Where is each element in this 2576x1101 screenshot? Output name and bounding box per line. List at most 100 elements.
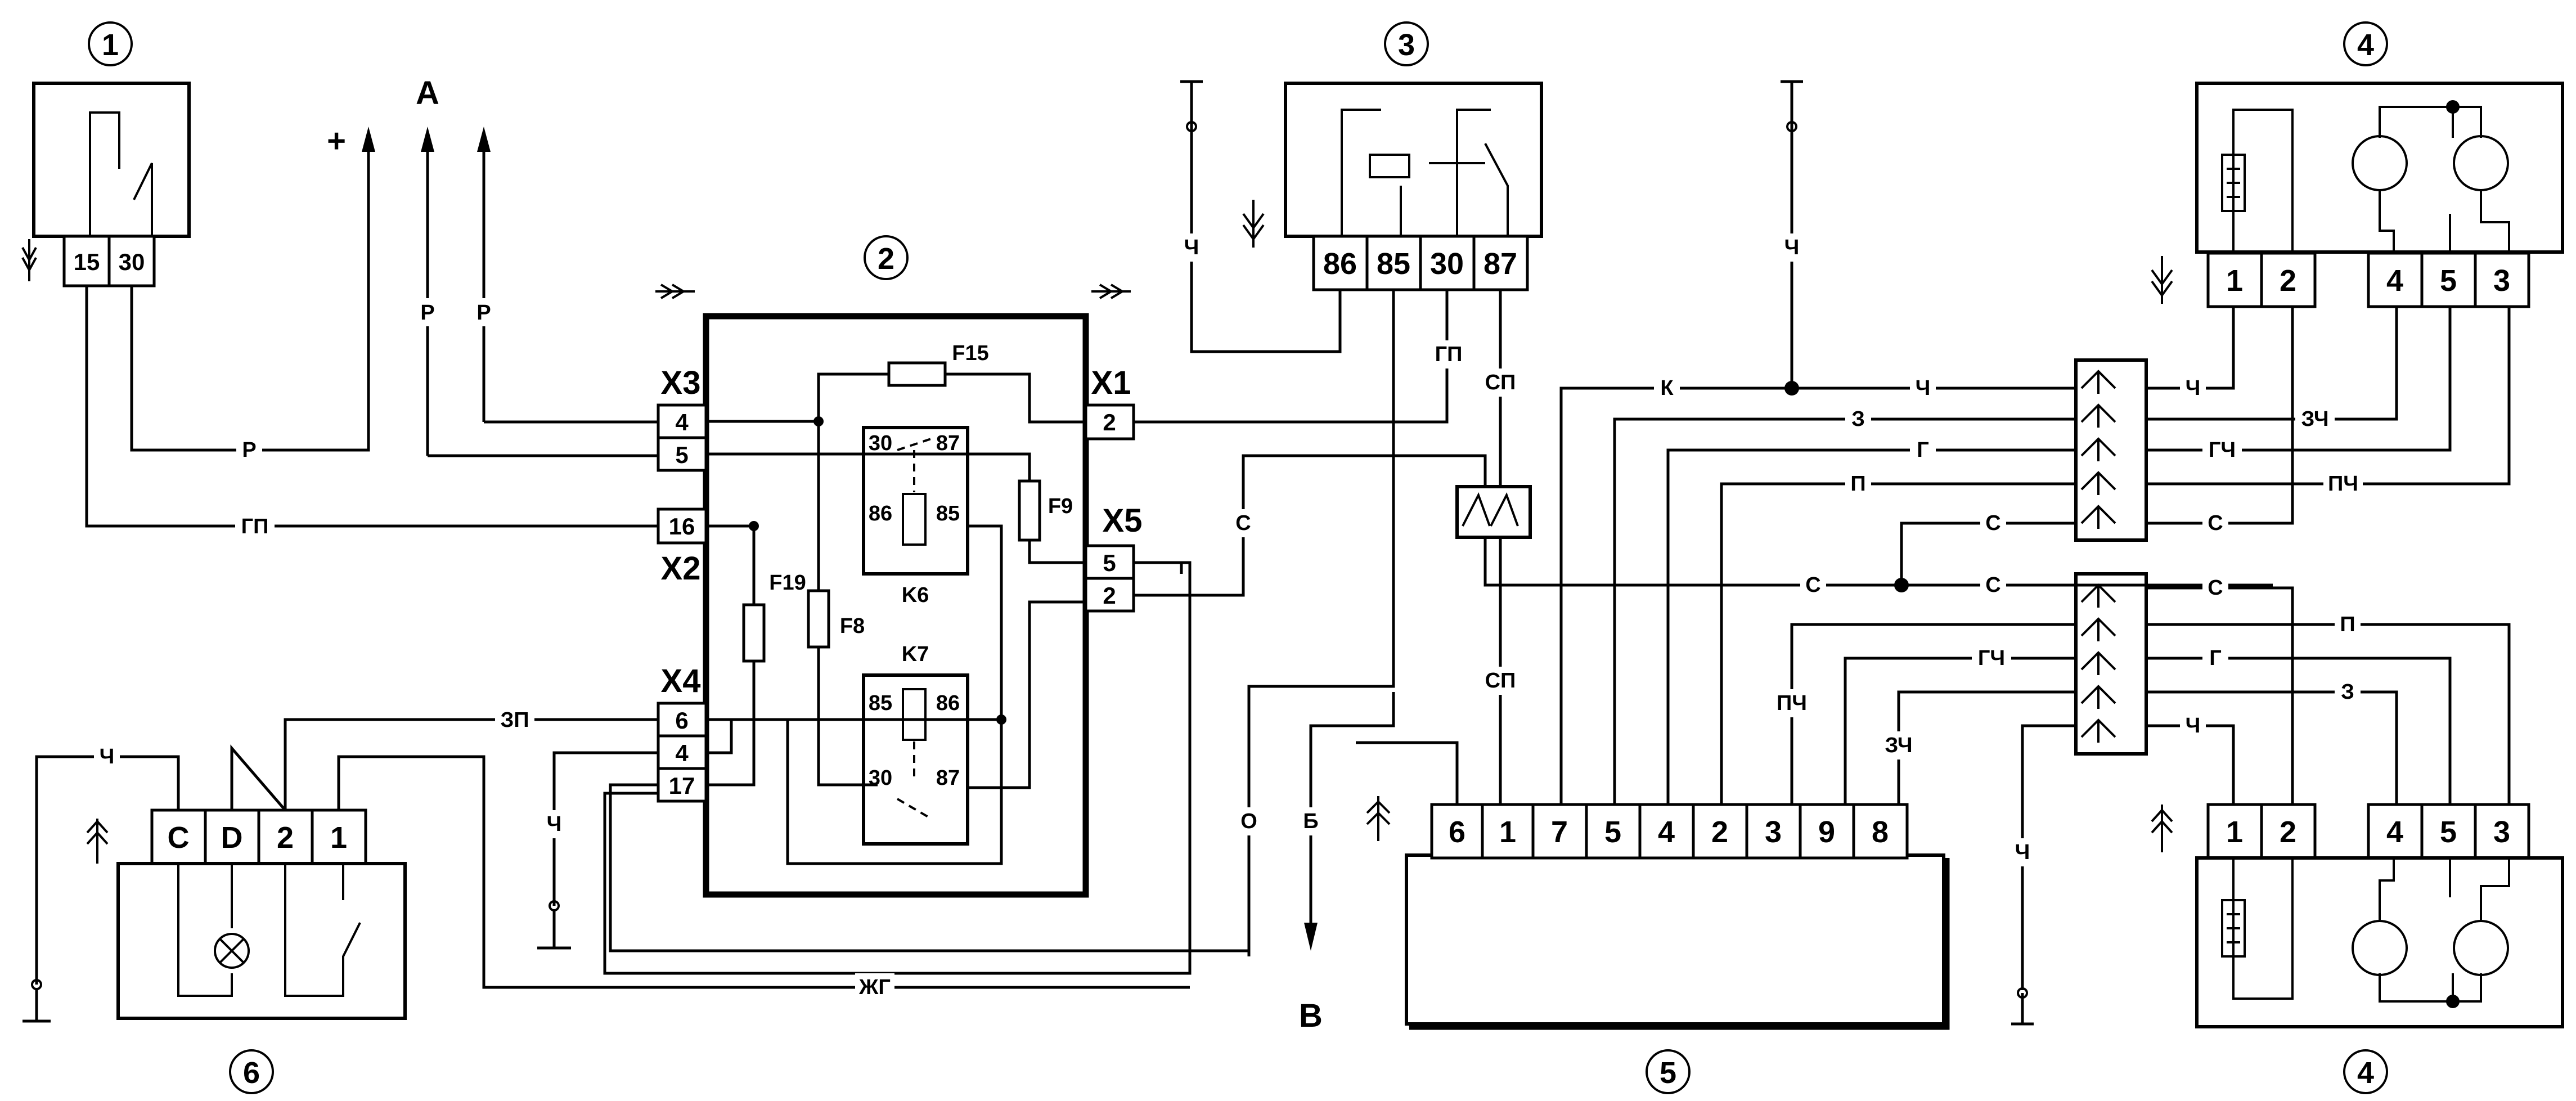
c5-pin-box	[1531, 803, 1588, 860]
label-bg	[1179, 233, 1205, 262]
label-bg	[236, 436, 262, 464]
label-bg	[2335, 610, 2361, 639]
wire-r-s1	[2146, 293, 2294, 525]
wire-label-r-s1: С	[2208, 511, 2223, 535]
lamp-cross	[219, 938, 245, 964]
c3-pin-87: 87	[1483, 247, 1517, 281]
c6-pin-2: 2	[277, 821, 294, 855]
wire-r-zch	[2146, 293, 2398, 421]
fuse-f8-label: F8	[840, 614, 865, 638]
wire-s-center	[1483, 537, 2273, 587]
component-3-relay: 3 86 85 30 87	[1242, 21, 1543, 291]
c4-top-motor-wiring	[2379, 106, 2510, 253]
component-4-top-circle	[2343, 21, 2388, 66]
wire-zch	[1897, 690, 2076, 805]
label-bg	[1845, 470, 1871, 498]
wire-label-zch-c5: ЗЧ	[1885, 734, 1912, 757]
c4-top-heater-wire	[2232, 109, 2294, 253]
x3-pin-4: 4	[675, 409, 689, 435]
label-bg	[1972, 644, 2011, 672]
wire-label-r-ch-top: Ч	[1916, 376, 1931, 400]
fuse-f9-label: F9	[1048, 495, 1073, 518]
component-5-body	[1405, 853, 1945, 1026]
component-4-bottom-circle	[2343, 1049, 2388, 1094]
label-bg	[2009, 838, 2035, 866]
wire-label-g-top: Г	[1917, 438, 1929, 462]
wire-p-plus	[130, 138, 370, 452]
component-1-body	[32, 82, 191, 238]
c6-pin-d: D	[221, 821, 243, 855]
c4-bottom-heater-lines	[2227, 913, 2240, 943]
c4-bottom-pin-box	[2474, 803, 2530, 860]
wire-label-p-bottom: Р	[242, 438, 256, 462]
label-bg	[2295, 405, 2335, 433]
component-1-pin-30: 30	[119, 249, 145, 275]
label-bg	[495, 706, 534, 734]
wire-label-r-s2: С	[2208, 576, 2223, 600]
k6-coil	[902, 493, 927, 546]
wire-r-pch	[2146, 293, 2511, 486]
relay-k7-label: K7	[902, 642, 929, 666]
x2-pin-16-box	[657, 507, 708, 545]
c4-bottom-heater-wire	[2232, 858, 2294, 1000]
motor-icon	[2352, 920, 2408, 976]
label-bg	[1654, 374, 1680, 402]
wire-label-sp-top: СП	[1485, 371, 1516, 394]
arrow-a-left	[421, 127, 434, 152]
output-b: Б B	[1298, 692, 1395, 1034]
k6-contact-symbol	[897, 438, 932, 492]
wire-label-r-pch: ПЧ	[2328, 472, 2358, 496]
component-3-coil	[1369, 154, 1410, 178]
c5-pin-1: 1	[1499, 815, 1516, 849]
component-3-circle	[1384, 21, 1429, 66]
k6-pin-30: 30	[869, 432, 892, 455]
c5-pins: 6 1 7 5 4 2 3 9 8	[1430, 803, 1909, 860]
motor-icon	[2453, 135, 2509, 191]
wire-label-r-ch1: Ч	[2186, 376, 2201, 400]
wire-z	[1613, 417, 2076, 805]
label-bg	[1800, 571, 1826, 599]
relay-k6-label: K6	[902, 583, 929, 607]
wire-loop-17	[609, 783, 1249, 952]
x5-pin-2: 2	[1103, 582, 1116, 609]
ground-x4	[537, 910, 571, 950]
wire-label-p-left: Р	[420, 301, 434, 325]
junction	[749, 521, 759, 531]
wire-label-gp-c3: ГП	[1435, 343, 1463, 366]
x3-pin-5: 5	[675, 442, 688, 468]
k6-pin-85: 85	[936, 502, 960, 525]
internal-wire-k7-86	[706, 524, 1003, 721]
wires-c3: Ч О ГП СП СП С	[603, 80, 2273, 975]
c5-pin-box	[1692, 803, 1748, 860]
wire-6	[1356, 741, 1459, 805]
c6-pin-c: C	[168, 821, 190, 855]
component-2-right-arrow-icon	[1091, 284, 1131, 299]
c5-pin-box	[1745, 803, 1802, 860]
wire-ch-x4	[552, 751, 658, 906]
c5-pin-8: 8	[1872, 815, 1889, 849]
wire-label-pch-c5: ПЧ	[1777, 691, 1807, 715]
wire-label-p-right: Р	[476, 301, 491, 325]
c5-pin-9: 9	[1818, 815, 1835, 849]
c4-top-pin-2: 2	[2280, 264, 2296, 298]
wire-gp-left	[85, 286, 664, 528]
ground-node	[1186, 121, 1197, 132]
label-bg	[1772, 689, 1811, 717]
label-bg	[2202, 509, 2228, 537]
wire-ch-bottom	[2021, 724, 2076, 990]
k7-pin-30: 30	[869, 766, 892, 790]
wire-label-ch-c3: Ч	[1184, 236, 1199, 259]
wire-label-r-zch: ЗЧ	[2301, 407, 2328, 431]
component-6-circle	[229, 1049, 274, 1094]
wire-zhg-c6	[337, 755, 1190, 989]
k7-pin-87: 87	[936, 766, 960, 790]
k7-pin-86: 86	[936, 691, 960, 715]
arrow-b	[1304, 923, 1318, 951]
x4-pin-4: 4	[675, 740, 689, 766]
c4-top-pin-box	[2420, 251, 2477, 308]
label-bg	[1429, 340, 1468, 369]
label-bg	[1879, 731, 1918, 760]
c5-pin-7: 7	[1551, 815, 1568, 849]
fuse-f8	[807, 589, 830, 649]
